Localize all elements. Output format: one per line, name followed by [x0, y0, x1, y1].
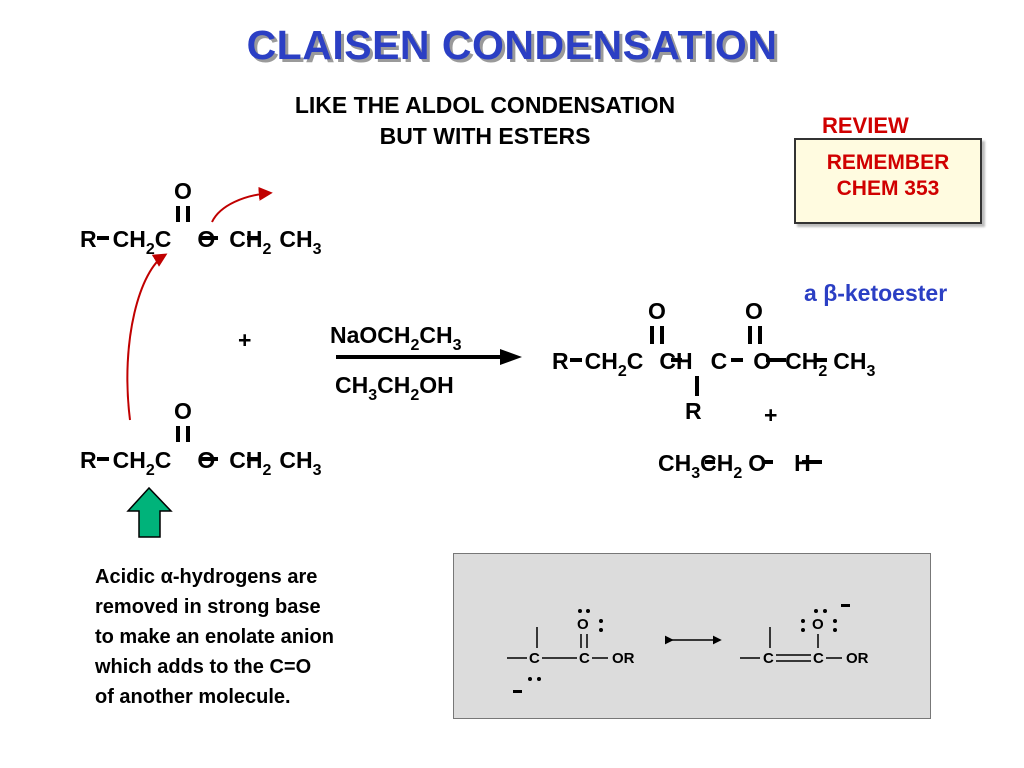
atom-c: C [626, 348, 644, 374]
atom-r: R [80, 447, 97, 473]
reso-left-or: OR [612, 650, 635, 667]
subtitle: LIKE THE ALDOL CONDENSATION BUT WITH EST… [230, 90, 740, 152]
atom-c: C [154, 226, 172, 252]
resonance-left-electrons [513, 609, 603, 693]
sub-2: 2 [410, 337, 420, 354]
sub-2: 2 [262, 462, 272, 479]
resonance-left [507, 627, 608, 659]
atom-ch2: CH [785, 348, 819, 374]
review-line2: CHEM 353 [836, 177, 940, 200]
subtitle-line2: BUT WITH ESTERS [379, 123, 591, 149]
reso-right-c1: C [763, 650, 774, 667]
review-label: REVIEW [822, 113, 909, 138]
sub-3: 3 [312, 241, 322, 258]
negative-charge [841, 604, 850, 607]
resonance-right [740, 627, 842, 662]
caption: Acidic α-hydrogens are removed in strong… [95, 562, 334, 712]
ester1-formula: RCH2COCH2CH3 [80, 226, 322, 259]
ester1-bonds [97, 206, 259, 240]
reagent-base-ch: CH [419, 322, 453, 348]
page-title: CLAISEN CONDENSATION [246, 22, 778, 68]
review-box: REMEMBER CHEM 353 [794, 138, 982, 224]
atom-o: O [748, 450, 767, 476]
atom-ch2: CH [112, 447, 146, 473]
sub-2: 2 [818, 363, 828, 380]
sub-3: 3 [452, 337, 462, 354]
sub-2: 2 [617, 363, 627, 380]
reagent-base: NaOCH2CH3 [330, 322, 462, 355]
caption-line5: of another molecule. [95, 686, 291, 708]
green-up-arrow-icon [126, 486, 173, 538]
atom-ch3: CH [279, 226, 313, 252]
sub-2: 2 [145, 241, 155, 258]
reso-left-o: O [577, 616, 589, 633]
ester2-bonds [97, 426, 259, 461]
curved-arrow-carbonyl [211, 186, 273, 223]
reagent-base-text: NaOCH [330, 322, 411, 348]
sub-2: 2 [410, 387, 420, 404]
caption-line1-pre: Acidic [95, 566, 161, 588]
sub-3: 3 [866, 363, 876, 380]
caption-line2: removed in strong base [95, 596, 321, 618]
product-label-prefix: a [804, 280, 824, 306]
atom-c: C [710, 348, 728, 374]
reso-right-c2: C [813, 650, 824, 667]
caption-line4: which adds to the C=O [95, 656, 312, 678]
product-carbonyl-o2: O [745, 298, 763, 324]
atom-ch3: CH [833, 348, 867, 374]
sub-2: 2 [262, 241, 272, 258]
product-carbonyl-o1: O [648, 298, 666, 324]
reso-right-or: OR [846, 650, 869, 667]
atom-r: R [552, 348, 569, 374]
ester1-carbonyl-o: O [174, 178, 192, 204]
reagent-solvent-ch2: CH [377, 372, 411, 398]
product-r-group: R [685, 398, 702, 424]
reagent-solvent-oh: OH [419, 372, 454, 398]
atom-o: O [753, 348, 772, 374]
beta-symbol: β [823, 280, 838, 306]
review-line1: REMEMBER [826, 151, 950, 174]
subtitle-line1: LIKE THE ALDOL CONDENSATION [294, 92, 676, 118]
plus-sign-reactants: + [238, 327, 252, 353]
caption-line3: to make an enolate anion [95, 626, 334, 648]
sub-3: 3 [691, 465, 701, 482]
alpha-symbol: α [160, 566, 173, 588]
reso-right-o: O [812, 616, 824, 633]
negative-charge [513, 690, 522, 693]
sub-3: 3 [368, 387, 378, 404]
reagent-solvent-ch: CH [335, 372, 369, 398]
caption-line1: Acidic α-hydrogens are [95, 562, 334, 592]
atom-ch2: CH [584, 348, 618, 374]
atom-r: R [80, 226, 97, 252]
ester2-formula: RCH2COCH2CH3 [80, 447, 322, 480]
product-bonds [570, 326, 827, 396]
product-label: a β-ketoester [804, 280, 947, 307]
atom-ch3: CH [658, 450, 692, 476]
atom-ch2: CH [112, 226, 146, 252]
ester2-carbonyl-o: O [174, 398, 192, 424]
atom-ch3: CH [279, 447, 313, 473]
reaction-arrow-icon [336, 349, 522, 365]
sub-2: 2 [145, 462, 155, 479]
resonance-right-electrons [801, 604, 850, 632]
caption-line1-post: -hydrogens are [172, 566, 318, 588]
reso-left-c1: C [529, 650, 540, 667]
product-label-suffix: -ketoester [837, 280, 948, 306]
plus-sign-products: + [764, 402, 778, 428]
reso-left-c2: C [579, 650, 590, 667]
sub-2: 2 [733, 465, 743, 482]
sub-3: 3 [312, 462, 322, 479]
atom-c: C [154, 447, 172, 473]
reagent-solvent: CH3CH2OH [335, 372, 454, 405]
curved-arrow-enolate-attack [126, 253, 168, 421]
